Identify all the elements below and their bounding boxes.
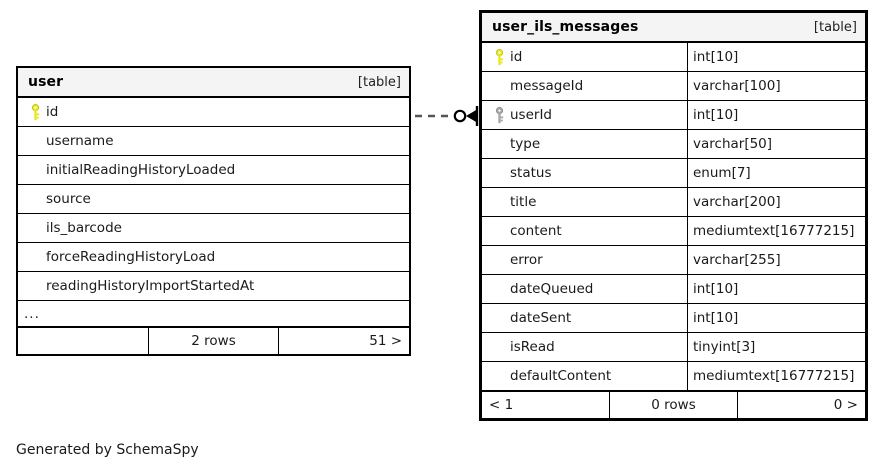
column-name-label: defaultContent xyxy=(510,368,612,384)
table-type-tag-user-ils-messages: [table] xyxy=(813,19,857,35)
column-name-label: source xyxy=(46,191,91,207)
column-name-label: id xyxy=(46,104,59,120)
column-type-cell: int[10] xyxy=(687,43,865,71)
column-row[interactable]: error varchar[255] xyxy=(482,246,865,275)
column-type-cell: int[10] xyxy=(687,101,865,129)
column-name-cell: status xyxy=(482,159,687,187)
column-name-cell: forceReadingHistoryLoad xyxy=(18,243,215,271)
column-row[interactable]: messageId varchar[100] xyxy=(482,72,865,101)
table-header-user: user [table] xyxy=(18,68,409,98)
er-table-user[interactable]: user [table] id username initialReadingHis… xyxy=(16,66,411,356)
table-footer-user: 2 rows 51 > xyxy=(18,327,409,354)
table-name-user-ils-messages: user_ils_messages xyxy=(492,19,639,35)
column-row[interactable]: forceReadingHistoryLoad xyxy=(18,243,409,272)
column-name-cell: username xyxy=(18,127,114,155)
column-name-label: ils_barcode xyxy=(46,220,122,236)
column-type-cell: enum[7] xyxy=(687,159,865,187)
column-type-cell: varchar[50] xyxy=(687,130,865,158)
column-name-label: type xyxy=(510,136,541,152)
column-row[interactable]: source xyxy=(18,185,409,214)
column-row[interactable]: ils_barcode xyxy=(18,214,409,243)
column-type-cell: varchar[255] xyxy=(687,246,865,274)
column-row[interactable]: readingHistoryImportStartedAt xyxy=(18,272,409,301)
more-columns-indicator-user: ... xyxy=(18,301,409,327)
column-row[interactable]: id xyxy=(18,98,409,127)
column-key-slot xyxy=(488,48,510,66)
column-row[interactable]: defaultContent mediumtext[16777215] xyxy=(482,362,865,391)
column-name-cell: ils_barcode xyxy=(18,214,122,242)
column-name-label: readingHistoryImportStartedAt xyxy=(46,278,255,294)
footer-prev-page-user-ils-messages[interactable]: < 1 xyxy=(489,397,514,413)
footer-next-page-user-ils-messages[interactable]: 0 > xyxy=(833,397,858,413)
column-row[interactable]: id int[10] xyxy=(482,43,865,72)
column-row[interactable]: content mediumtext[16777215] xyxy=(482,217,865,246)
column-name-cell: initialReadingHistoryLoaded xyxy=(18,156,235,184)
relationship-connector-user-to-user-ils-messages xyxy=(415,106,479,126)
column-row[interactable]: title varchar[200] xyxy=(482,188,865,217)
table-header-user-ils-messages: user_ils_messages [table] xyxy=(482,13,865,43)
column-name-label: dateSent xyxy=(510,310,572,326)
column-name-cell: type xyxy=(482,130,687,158)
column-row[interactable]: initialReadingHistoryLoaded xyxy=(18,156,409,185)
column-name-label: dateQueued xyxy=(510,281,594,297)
column-name-cell: content xyxy=(482,217,687,245)
table-name-user: user xyxy=(28,74,64,90)
primary-key-icon xyxy=(495,48,503,65)
column-name-label: content xyxy=(510,223,562,239)
column-name-label: error xyxy=(510,252,543,268)
column-name-label: forceReadingHistoryLoad xyxy=(46,249,216,265)
column-name-cell: dateSent xyxy=(482,304,687,332)
footer-next-page-user[interactable]: 51 > xyxy=(369,333,403,349)
column-name-label: status xyxy=(510,165,552,181)
column-name-cell: isRead xyxy=(482,333,687,361)
foreign-key-icon xyxy=(495,106,503,123)
column-name-cell: source xyxy=(18,185,91,213)
column-row[interactable]: userId int[10] xyxy=(482,101,865,130)
footer-prev-page-user[interactable] xyxy=(18,328,148,354)
column-row[interactable]: username xyxy=(18,127,409,156)
column-name-cell: defaultContent xyxy=(482,362,687,390)
column-row[interactable]: dateQueued int[10] xyxy=(482,275,865,304)
column-type-cell: int[10] xyxy=(687,275,865,303)
column-row[interactable]: dateSent int[10] xyxy=(482,304,865,333)
column-type-cell: tinyint[3] xyxy=(687,333,865,361)
table-type-tag-user: [table] xyxy=(357,74,401,90)
column-name-cell: dateQueued xyxy=(482,275,687,303)
column-type-cell: varchar[100] xyxy=(687,72,865,100)
generated-by-caption: Generated by SchemaSpy xyxy=(16,442,199,458)
column-type-cell: varchar[200] xyxy=(687,188,865,216)
column-name-label: title xyxy=(510,194,537,210)
column-name-label: initialReadingHistoryLoaded xyxy=(46,162,236,178)
column-list-user-ils-messages: id int[10] messageId varchar[100] userId int[… xyxy=(482,43,865,391)
column-type-cell: mediumtext[16777215] xyxy=(687,217,865,245)
column-row[interactable]: status enum[7] xyxy=(482,159,865,188)
column-name-label: messageId xyxy=(510,78,584,94)
column-name-cell: id xyxy=(18,98,58,126)
column-name-label: userId xyxy=(510,107,552,123)
footer-row-count-user-ils-messages: 0 rows xyxy=(609,392,738,418)
column-list-user: id username initialReadingHistoryLoaded sou… xyxy=(18,98,409,301)
primary-key-icon xyxy=(31,103,39,120)
column-key-slot xyxy=(488,106,510,124)
table-footer-user-ils-messages: < 1 0 rows 0 > xyxy=(482,391,865,418)
column-name-cell: readingHistoryImportStartedAt xyxy=(18,272,254,300)
column-row[interactable]: type varchar[50] xyxy=(482,130,865,159)
footer-row-count-user: 2 rows xyxy=(147,328,280,354)
column-name-cell: error xyxy=(482,246,687,274)
column-name-cell: title xyxy=(482,188,687,216)
column-type-cell: int[10] xyxy=(687,304,865,332)
column-name-label: isRead xyxy=(510,339,555,355)
column-name-cell: id xyxy=(482,43,687,71)
column-type-cell: mediumtext[16777215] xyxy=(687,362,865,390)
column-row[interactable]: isRead tinyint[3] xyxy=(482,333,865,362)
column-key-slot xyxy=(24,103,46,121)
column-name-cell: userId xyxy=(482,101,687,129)
cardinality-zero-circle xyxy=(453,109,467,123)
column-name-label: id xyxy=(510,49,523,65)
cardinality-many-arrowhead xyxy=(466,109,477,123)
column-name-label: username xyxy=(46,133,114,149)
column-name-cell: messageId xyxy=(482,72,687,100)
